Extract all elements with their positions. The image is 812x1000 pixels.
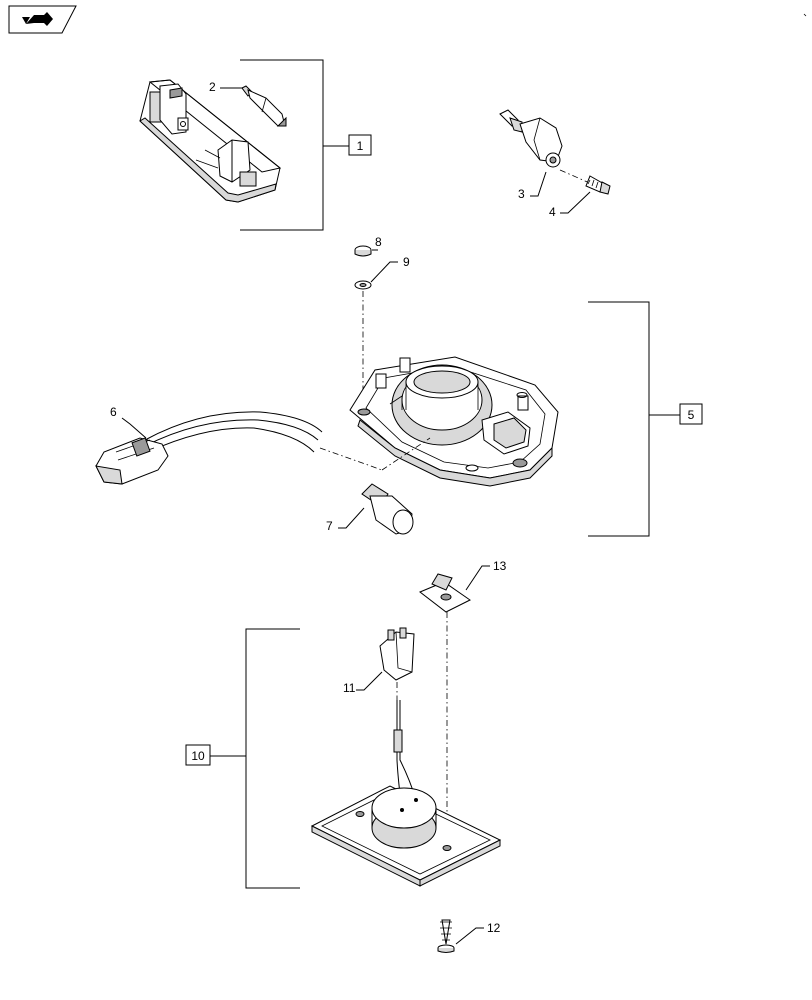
rivet (354, 245, 372, 257)
callout-label-5: 5 (688, 408, 695, 422)
callout-12[interactable]: 12 (455, 921, 501, 945)
callout-label-9: 9 (403, 255, 410, 269)
lamp-plate (310, 785, 502, 887)
festoon-bulb (241, 85, 287, 127)
connector (379, 627, 415, 681)
screw-12 (437, 919, 455, 953)
group-5-bracket (588, 301, 680, 537)
screw-4 (559, 169, 611, 195)
callout-box-10[interactable]: 10 (185, 744, 211, 766)
callout-13[interactable]: 13 (465, 559, 507, 591)
callout-label-10: 10 (191, 749, 205, 763)
callout-label-8: 8 (375, 235, 382, 249)
callout-label-2: 2 (209, 80, 216, 94)
bulb-axis-line (381, 437, 431, 471)
callout-label-12: 12 (487, 921, 501, 935)
callout-label-6: 6 (110, 405, 117, 419)
dome-lamp-base (349, 356, 559, 487)
bulb-socket (499, 109, 563, 168)
callout-11[interactable]: 11 (343, 671, 383, 695)
group-1-bracket (240, 59, 349, 231)
callout-2[interactable]: 2 (209, 80, 242, 94)
next-page-arrow-icon[interactable] (8, 5, 77, 34)
callout-label-4: 4 (549, 205, 556, 219)
wire-harness (95, 411, 323, 485)
callout-8[interactable]: 8 (372, 235, 382, 251)
callout-box-5[interactable]: 5 (679, 403, 703, 425)
callout-7[interactable]: 7 (326, 507, 365, 533)
harness-axis-line (319, 447, 383, 471)
lamp-housing (139, 79, 282, 203)
callout-4[interactable]: 4 (549, 191, 591, 219)
callout-6[interactable]: 6 (110, 405, 147, 439)
callout-label-1: 1 (357, 139, 364, 153)
washer (354, 280, 372, 290)
corner-mark (803, 13, 807, 17)
callout-9[interactable]: 9 (370, 255, 410, 283)
dome-bulb (361, 483, 414, 535)
callout-label-7: 7 (326, 519, 333, 533)
callout-label-11: 11 (343, 681, 356, 695)
callout-label-13: 13 (493, 559, 507, 573)
clip-nut (419, 573, 471, 613)
callout-label-3: 3 (518, 187, 525, 201)
callout-3[interactable]: 3 (518, 171, 547, 201)
callout-box-1[interactable]: 1 (348, 134, 372, 156)
group-10-bracket (210, 628, 300, 889)
